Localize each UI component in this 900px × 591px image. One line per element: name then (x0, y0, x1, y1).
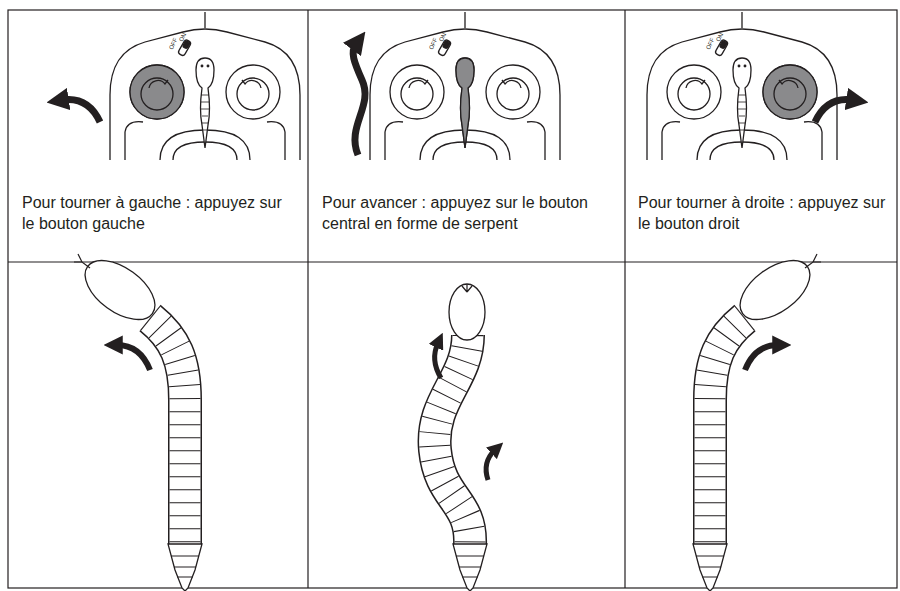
switch-label: OFF (705, 37, 716, 50)
switch-label: OFF (428, 37, 439, 50)
instruction-text: Pour tourner à droite : appuyez sur le b… (638, 192, 888, 234)
instruction-text: Pour tourner à gauche : appuyez sur le b… (22, 192, 282, 234)
instruction-text: Pour avancer : appuyez sur le bouton cen… (322, 192, 614, 234)
switch-label: OFF (168, 37, 179, 50)
